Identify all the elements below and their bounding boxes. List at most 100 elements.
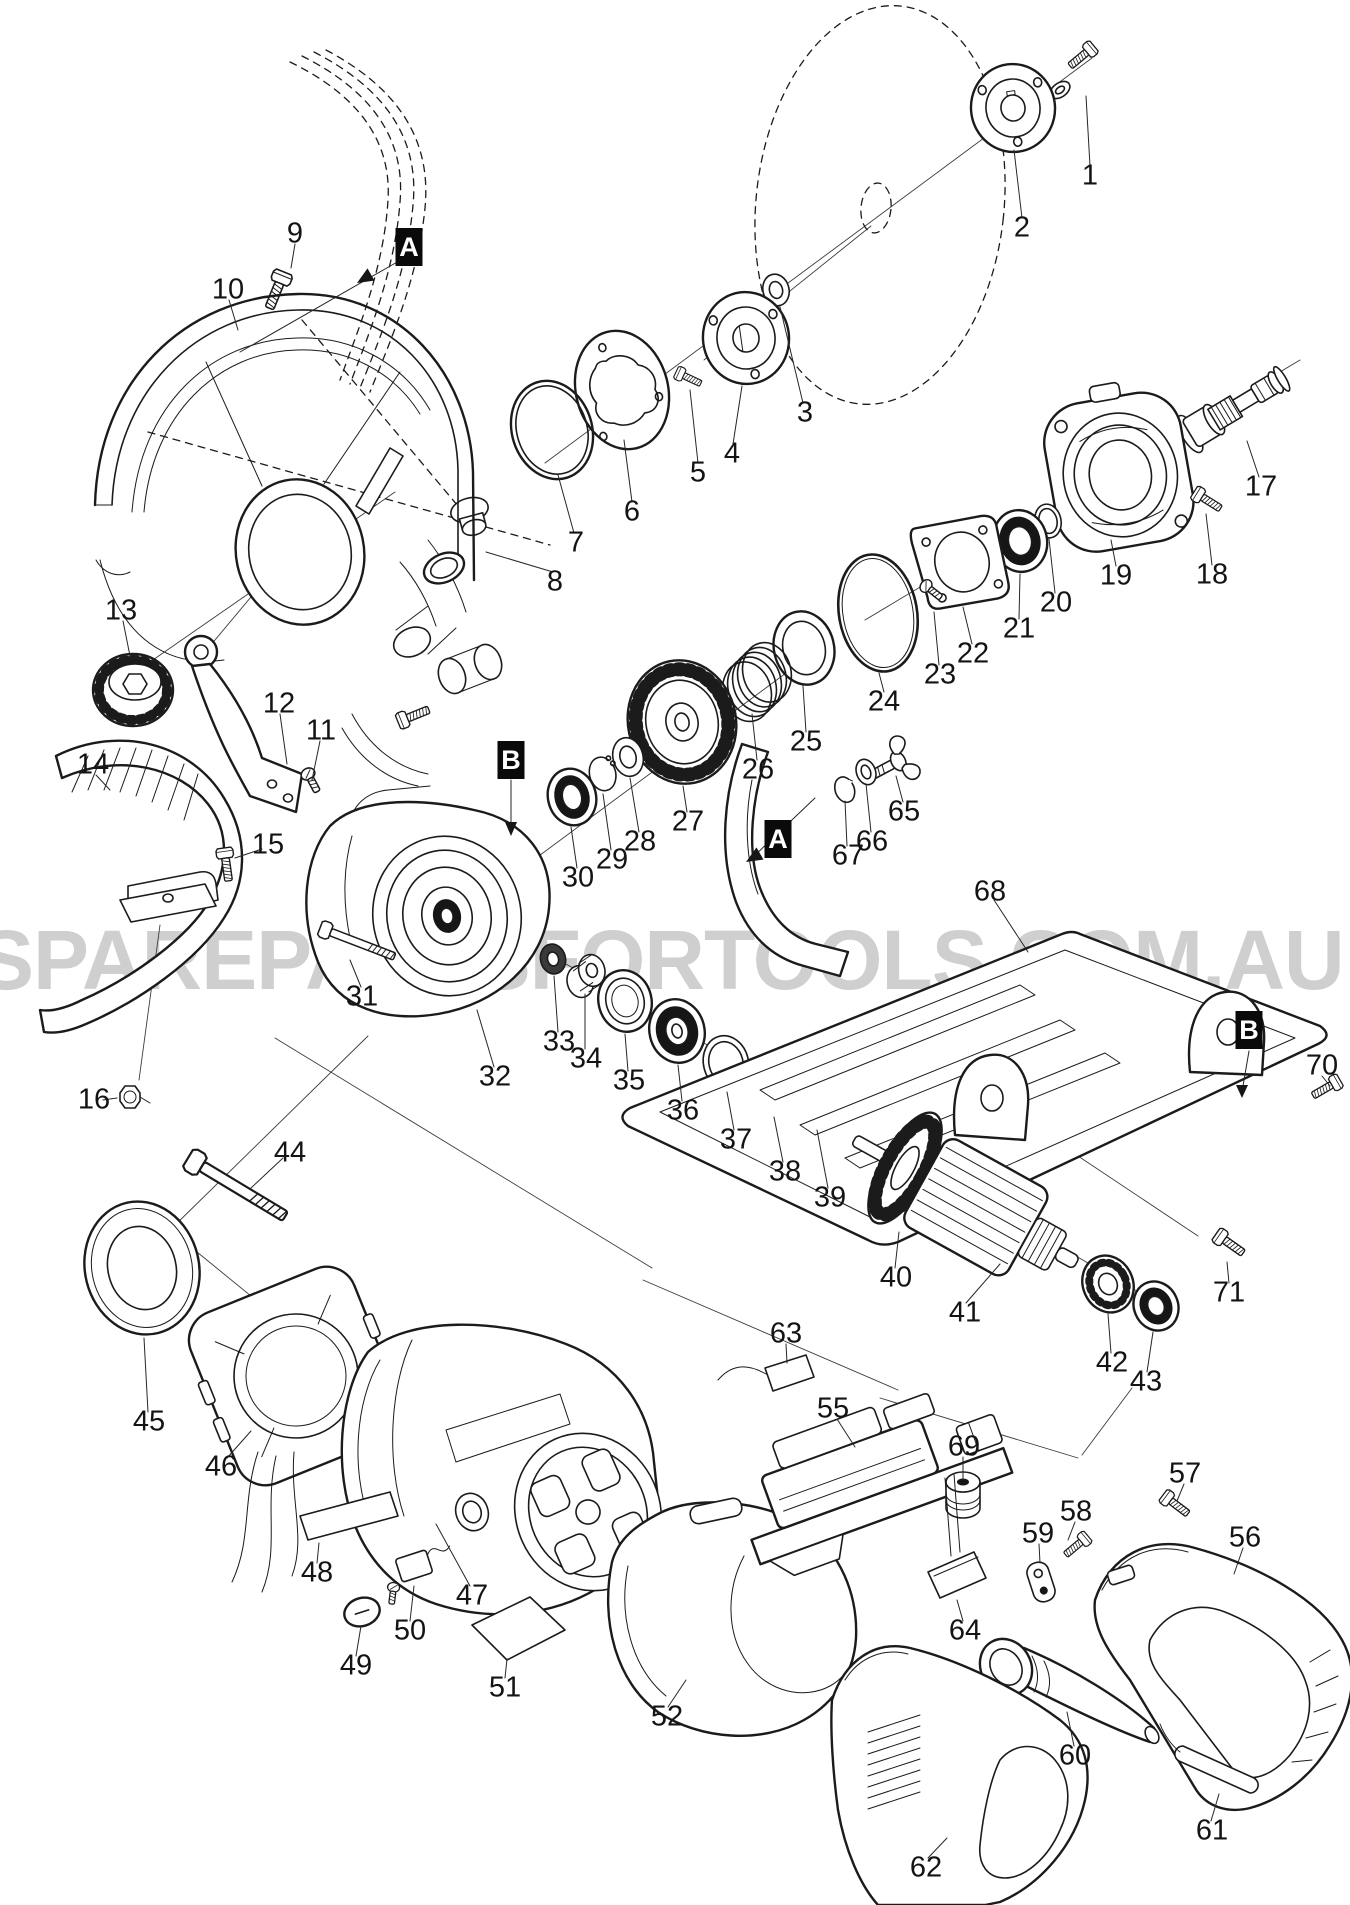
part-62-handle-left	[830, 1645, 1089, 1905]
part-13-knob	[91, 652, 175, 728]
part-label-45: 45	[132, 1405, 166, 1438]
part-27-bevel-gear	[626, 659, 738, 785]
part-3-washer	[761, 273, 791, 307]
part-label-35: 35	[612, 1064, 646, 1097]
part-36-bearing	[648, 998, 706, 1064]
part-30-bearing	[546, 767, 598, 827]
part-16-bolt	[119, 1085, 151, 1109]
part-label-7: 7	[567, 526, 585, 559]
part-label-67: 67	[831, 839, 865, 872]
part-2-outer-flange	[969, 62, 1057, 154]
part-label-20: 20	[1039, 586, 1073, 619]
part-label-2: 2	[1013, 211, 1031, 244]
part-label-58: 58	[1059, 1495, 1093, 1528]
part-label-34: 34	[569, 1042, 603, 1075]
part-label-12: 12	[262, 687, 296, 720]
view-marker-a-0: A	[395, 228, 423, 266]
part-label-6: 6	[623, 495, 641, 528]
part-label-17: 17	[1244, 470, 1278, 503]
part-label-1: 1	[1081, 159, 1099, 192]
part-label-42: 42	[1095, 1346, 1129, 1379]
part-label-22: 22	[956, 637, 990, 670]
part-label-29: 29	[595, 843, 629, 876]
part-label-51: 51	[488, 1671, 522, 1704]
part-wheel-dashed	[754, 5, 1006, 405]
part-label-32: 32	[478, 1060, 512, 1093]
part-label-33: 33	[542, 1025, 576, 1058]
view-marker-a-2: A	[764, 820, 792, 858]
part-label-64: 64	[948, 1614, 982, 1647]
part-label-40: 40	[879, 1261, 913, 1294]
part-49-cap	[343, 1596, 381, 1628]
part-61-cord	[1159, 1723, 1259, 1794]
part-64-terminal	[927, 1473, 987, 1599]
part-label-5: 5	[689, 456, 707, 489]
part-label-21: 21	[1002, 612, 1036, 645]
part-4-inner-flange	[701, 290, 791, 386]
part-7-o-ring	[509, 379, 595, 481]
view-arrows	[239, 260, 1250, 1098]
part-label-10: 10	[211, 273, 245, 306]
part-label-62: 62	[909, 1851, 943, 1884]
part-35-ring	[597, 969, 653, 1033]
part-10-blade-guard	[93, 292, 503, 787]
part-label-13: 13	[104, 594, 138, 627]
part-label-69: 69	[947, 1430, 981, 1463]
part-label-36: 36	[666, 1094, 700, 1127]
part-label-68: 68	[973, 875, 1007, 908]
part-label-39: 39	[813, 1181, 847, 1214]
part-label-9: 9	[286, 217, 304, 250]
part-68-base-plate	[621, 742, 1328, 1246]
part-label-37: 37	[719, 1123, 753, 1156]
part-label-41: 41	[948, 1296, 982, 1329]
part-21-bearing	[991, 508, 1049, 574]
part-42-fan	[1081, 1254, 1135, 1314]
part-24-o-ring	[836, 553, 920, 673]
part-label-60: 60	[1058, 1739, 1092, 1772]
part-25-ring	[772, 610, 836, 686]
part-51-sheet	[471, 1596, 566, 1661]
part-label-48: 48	[300, 1556, 334, 1589]
part-label-19: 19	[1099, 559, 1133, 592]
part-label-63: 63	[769, 1317, 803, 1350]
part-label-66: 66	[855, 825, 889, 858]
part-32-gear-housing	[305, 785, 551, 1018]
part-label-18: 18	[1195, 558, 1229, 591]
part-label-59: 59	[1021, 1517, 1055, 1550]
part-12-lever	[183, 634, 304, 814]
part-label-30: 30	[561, 861, 595, 894]
part-label-4: 4	[723, 437, 741, 470]
part-label-38: 38	[768, 1155, 802, 1188]
part-50-brush	[384, 1545, 451, 1606]
part-label-49: 49	[339, 1649, 373, 1682]
part-63-plate	[717, 1354, 815, 1392]
view-marker-b-3: B	[1235, 1011, 1263, 1049]
part-label-65: 65	[887, 795, 921, 828]
part-label-25: 25	[789, 725, 823, 758]
part-14-foot-bracket	[119, 870, 219, 923]
part-label-61: 61	[1195, 1814, 1229, 1847]
part-45-ring	[83, 1200, 201, 1336]
part-label-57: 57	[1168, 1457, 1202, 1490]
part-66-washer	[855, 758, 877, 786]
part-label-26: 26	[741, 753, 775, 786]
part-41-armature	[852, 1111, 1079, 1277]
part-label-15: 15	[251, 828, 285, 861]
part-34-pinion	[566, 953, 606, 999]
part-56-handle-right	[1093, 1543, 1350, 1812]
part-60-cord-guard	[978, 1637, 1160, 1745]
part-26-spring	[721, 641, 793, 723]
view-marker-b-1: B	[497, 741, 525, 779]
part-label-28: 28	[623, 825, 657, 858]
part-6-gasket	[573, 329, 671, 451]
part-22-retainer-plate	[909, 514, 1010, 610]
part-43-bearing	[1132, 1280, 1180, 1332]
part-label-43: 43	[1129, 1365, 1163, 1398]
part-label-31: 31	[345, 980, 379, 1013]
part-label-8: 8	[546, 565, 564, 598]
part-33-nut	[539, 943, 567, 975]
part-label-44: 44	[273, 1136, 307, 1169]
